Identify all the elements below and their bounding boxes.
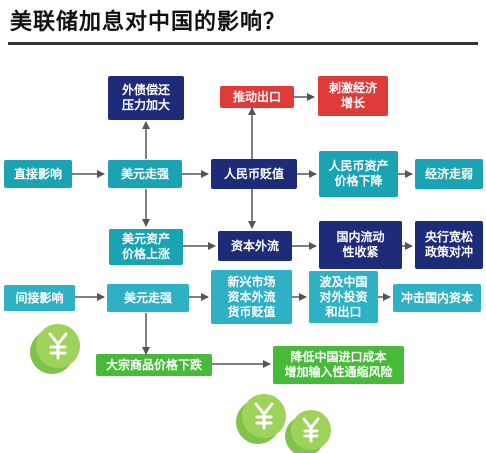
node-meiyuan2: 美元走强 [107, 284, 189, 312]
node-jianjie: 间接影响 [4, 285, 75, 311]
node-cijing: 刺激经济 增长 [318, 76, 388, 116]
title-underline [8, 42, 478, 45]
yuan-coin-icon [236, 394, 286, 444]
node-waizhai: 外债偿还 压力加大 [108, 76, 184, 120]
node-chongji: 冲击国内资本 [393, 284, 481, 312]
node-tuidong: 推动出口 [220, 86, 294, 108]
node-xinxing: 新兴市场 资本外流 货币贬值 [211, 270, 292, 324]
node-rmb-zichan: 人民币资产 价格下降 [319, 151, 398, 197]
node-yanghang: 央行宽松 政策对冲 [415, 221, 483, 269]
node-ziben-waiiliu: 资本外流 [218, 231, 292, 261]
node-zhijie: 直接影响 [4, 160, 72, 188]
node-meiyuan-zichan: 美元资产 价格上涨 [109, 229, 183, 265]
node-boji: 波及中国 对外投资 和出口 [309, 271, 378, 323]
node-guonei-liudong: 国内流动 性收紧 [319, 221, 402, 269]
node-rmb-bianzhi: 人民币贬值 [211, 159, 297, 189]
node-jingji-zouruo: 经济走弱 [415, 159, 483, 189]
node-dazong: 大宗商品价格下跌 [96, 354, 212, 376]
node-meiyuan1: 美元走强 [108, 160, 182, 188]
yuan-coin-icon [30, 324, 80, 374]
yuan-coin-icon [285, 410, 331, 453]
page-title: 美联储加息对中国的影响？ [10, 10, 287, 35]
node-jiangdi: 降低中国进口成本 增加输入性通缩风险 [273, 346, 404, 384]
